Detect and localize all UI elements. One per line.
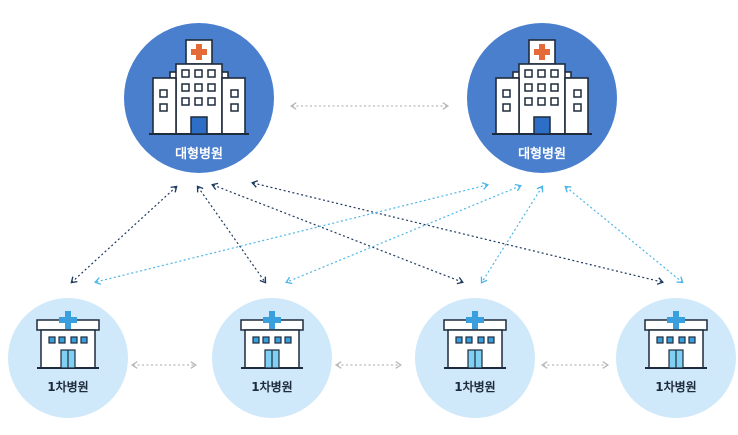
primary-hospital-clinic-icon xyxy=(644,311,708,369)
primary-hospital-label: 1차병원 xyxy=(655,380,697,394)
large-hospital-label: 대형병원 xyxy=(518,147,566,162)
arrow-large1-primary1 xyxy=(70,185,178,284)
arrow-large1-primary2 xyxy=(196,185,267,284)
primary-hospital-clinic-icon xyxy=(36,311,100,369)
primary-hospital-label: 1차병원 xyxy=(454,380,496,394)
arrow-large2-primary3 xyxy=(480,185,544,284)
arrow-large2-primary4 xyxy=(564,185,684,284)
large-hospital-building-icon xyxy=(492,39,592,135)
primary-hospital-label: 1차병원 xyxy=(251,380,293,394)
large-hospital-label: 대형병원 xyxy=(175,147,223,162)
arrow-large2-primary1 xyxy=(94,182,489,285)
arrow-large1-primary4 xyxy=(251,180,664,285)
primary-hospital-label: 1차병원 xyxy=(47,380,89,394)
primary-hospital-clinic-icon xyxy=(240,311,304,369)
large-hospital-building-icon xyxy=(149,39,249,135)
arrow-large1-primary3 xyxy=(211,182,464,285)
arrow-large2-primary2 xyxy=(285,183,522,285)
primary-hospital-clinic-icon xyxy=(443,311,507,369)
